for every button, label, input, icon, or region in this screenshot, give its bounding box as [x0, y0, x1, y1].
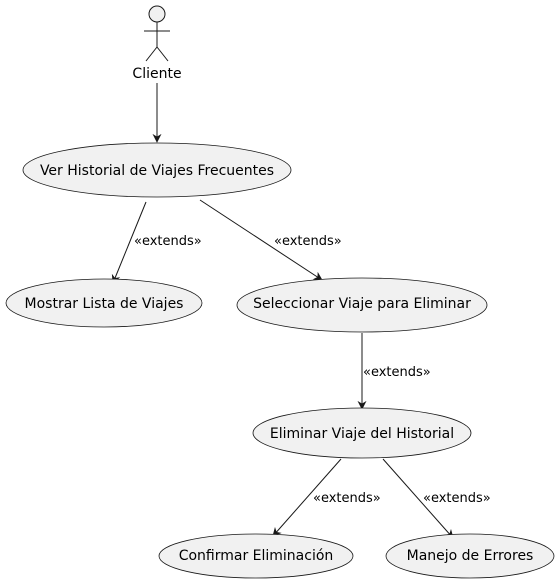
edge-label-historial-to-lista: «extends»: [134, 234, 202, 249]
use-case-label: Manejo de Errores: [407, 548, 534, 564]
use-case-manejo-errores: Manejo de Errores: [385, 533, 555, 579]
actor-cliente: Cliente: [132, 5, 182, 82]
edge-historial-to-seleccionar: [199, 199, 323, 281]
use-case-seleccionar-viaje: Seleccionar Viaje para Eliminar: [236, 277, 488, 333]
use-case-ver-historial: Ver Historial de Viajes Frecuentes: [22, 142, 292, 198]
use-case-mostrar-lista: Mostrar Lista de Viajes: [5, 278, 203, 328]
use-case-label: Mostrar Lista de Viajes: [25, 296, 184, 312]
use-case-eliminar-viaje: Eliminar Viaje del Historial: [252, 407, 472, 459]
use-case-label: Ver Historial de Viajes Frecuentes: [40, 163, 274, 179]
use-case-confirmar-eliminacion: Confirmar Eliminación: [158, 533, 354, 579]
edge-label-historial-to-seleccionar: «extends»: [274, 234, 342, 249]
use-case-label: Eliminar Viaje del Historial: [270, 426, 454, 442]
edge-label-seleccionar-to-eliminar: «extends»: [363, 365, 431, 380]
edge-label-eliminar-to-errores: «extends»: [423, 491, 491, 506]
actor-label: Cliente: [132, 66, 181, 82]
edge-eliminar-to-errores: [382, 458, 454, 539]
relation-edges: [111, 83, 454, 539]
actor-stick-figure-icon: [144, 5, 170, 62]
edge-historial-to-lista: [111, 201, 147, 284]
edge-label-eliminar-to-confirmar: «extends»: [313, 491, 381, 506]
edge-eliminar-to-confirmar: [272, 458, 342, 537]
use-case-label: Confirmar Eliminación: [179, 548, 334, 564]
use-case-label: Seleccionar Viaje para Eliminar: [253, 296, 471, 312]
